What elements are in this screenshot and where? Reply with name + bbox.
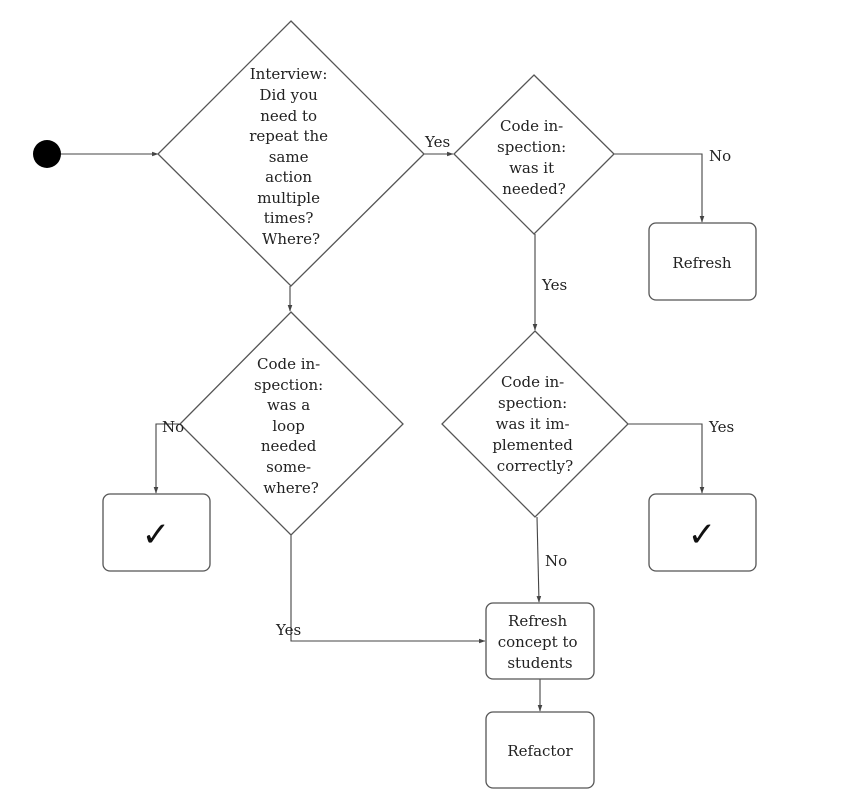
decision-inspect-correct: Code in- spection: was it im- plemented … — [441, 330, 629, 518]
decision-inspect-needed-text: Code in- spection: was it needed? — [497, 117, 571, 198]
terminal-check-right: ✓ — [648, 493, 757, 572]
decision-inspect-loop-text: Code in- spection: was a loop needed som… — [254, 355, 328, 497]
process-refresh: Refresh — [648, 222, 757, 301]
edge-label-correct-no: No — [545, 552, 567, 570]
edge-loop-no — [153, 423, 183, 494]
decision-interview-text: Interview: Did you need to repeat the sa… — [249, 65, 333, 248]
edge-label-interview-yes: Yes — [424, 133, 450, 151]
decision-interview: Interview: Did you need to repeat the sa… — [157, 20, 425, 287]
edges — [61, 151, 705, 712]
decision-inspect-loop: Code in- spection: was a loop needed som… — [179, 311, 404, 536]
terminal-check-left: ✓ — [102, 493, 211, 572]
edge-label-correct-yes: Yes — [708, 418, 734, 436]
edge-label-needed-no: No — [709, 147, 731, 165]
checkmark-icon: ✓ — [688, 515, 717, 555]
process-refresh-text: Refresh — [672, 254, 731, 272]
checkmark-icon: ✓ — [142, 515, 171, 555]
edge-label-needed-yes: Yes — [541, 276, 567, 294]
edge-correct-no — [536, 516, 542, 603]
process-refactor: Refactor — [485, 711, 595, 789]
decision-inspect-needed: Code in- spection: was it needed? — [453, 74, 615, 235]
edge-needed-no — [614, 153, 705, 223]
process-refresh-concept: Refresh concept to students — [485, 602, 595, 680]
decision-inspect-correct-text: Code in- spection: was it im- plemented … — [492, 373, 577, 475]
edge-correct-yes — [627, 423, 705, 494]
process-refresh-concept-text: Refresh concept to students — [498, 612, 583, 672]
start-node — [33, 140, 61, 168]
edge-label-loop-no: No — [162, 418, 184, 436]
edge-loop-yes — [290, 535, 486, 644]
process-refactor-text: Refactor — [507, 742, 573, 760]
edge-label-loop-yes: Yes — [275, 621, 301, 639]
